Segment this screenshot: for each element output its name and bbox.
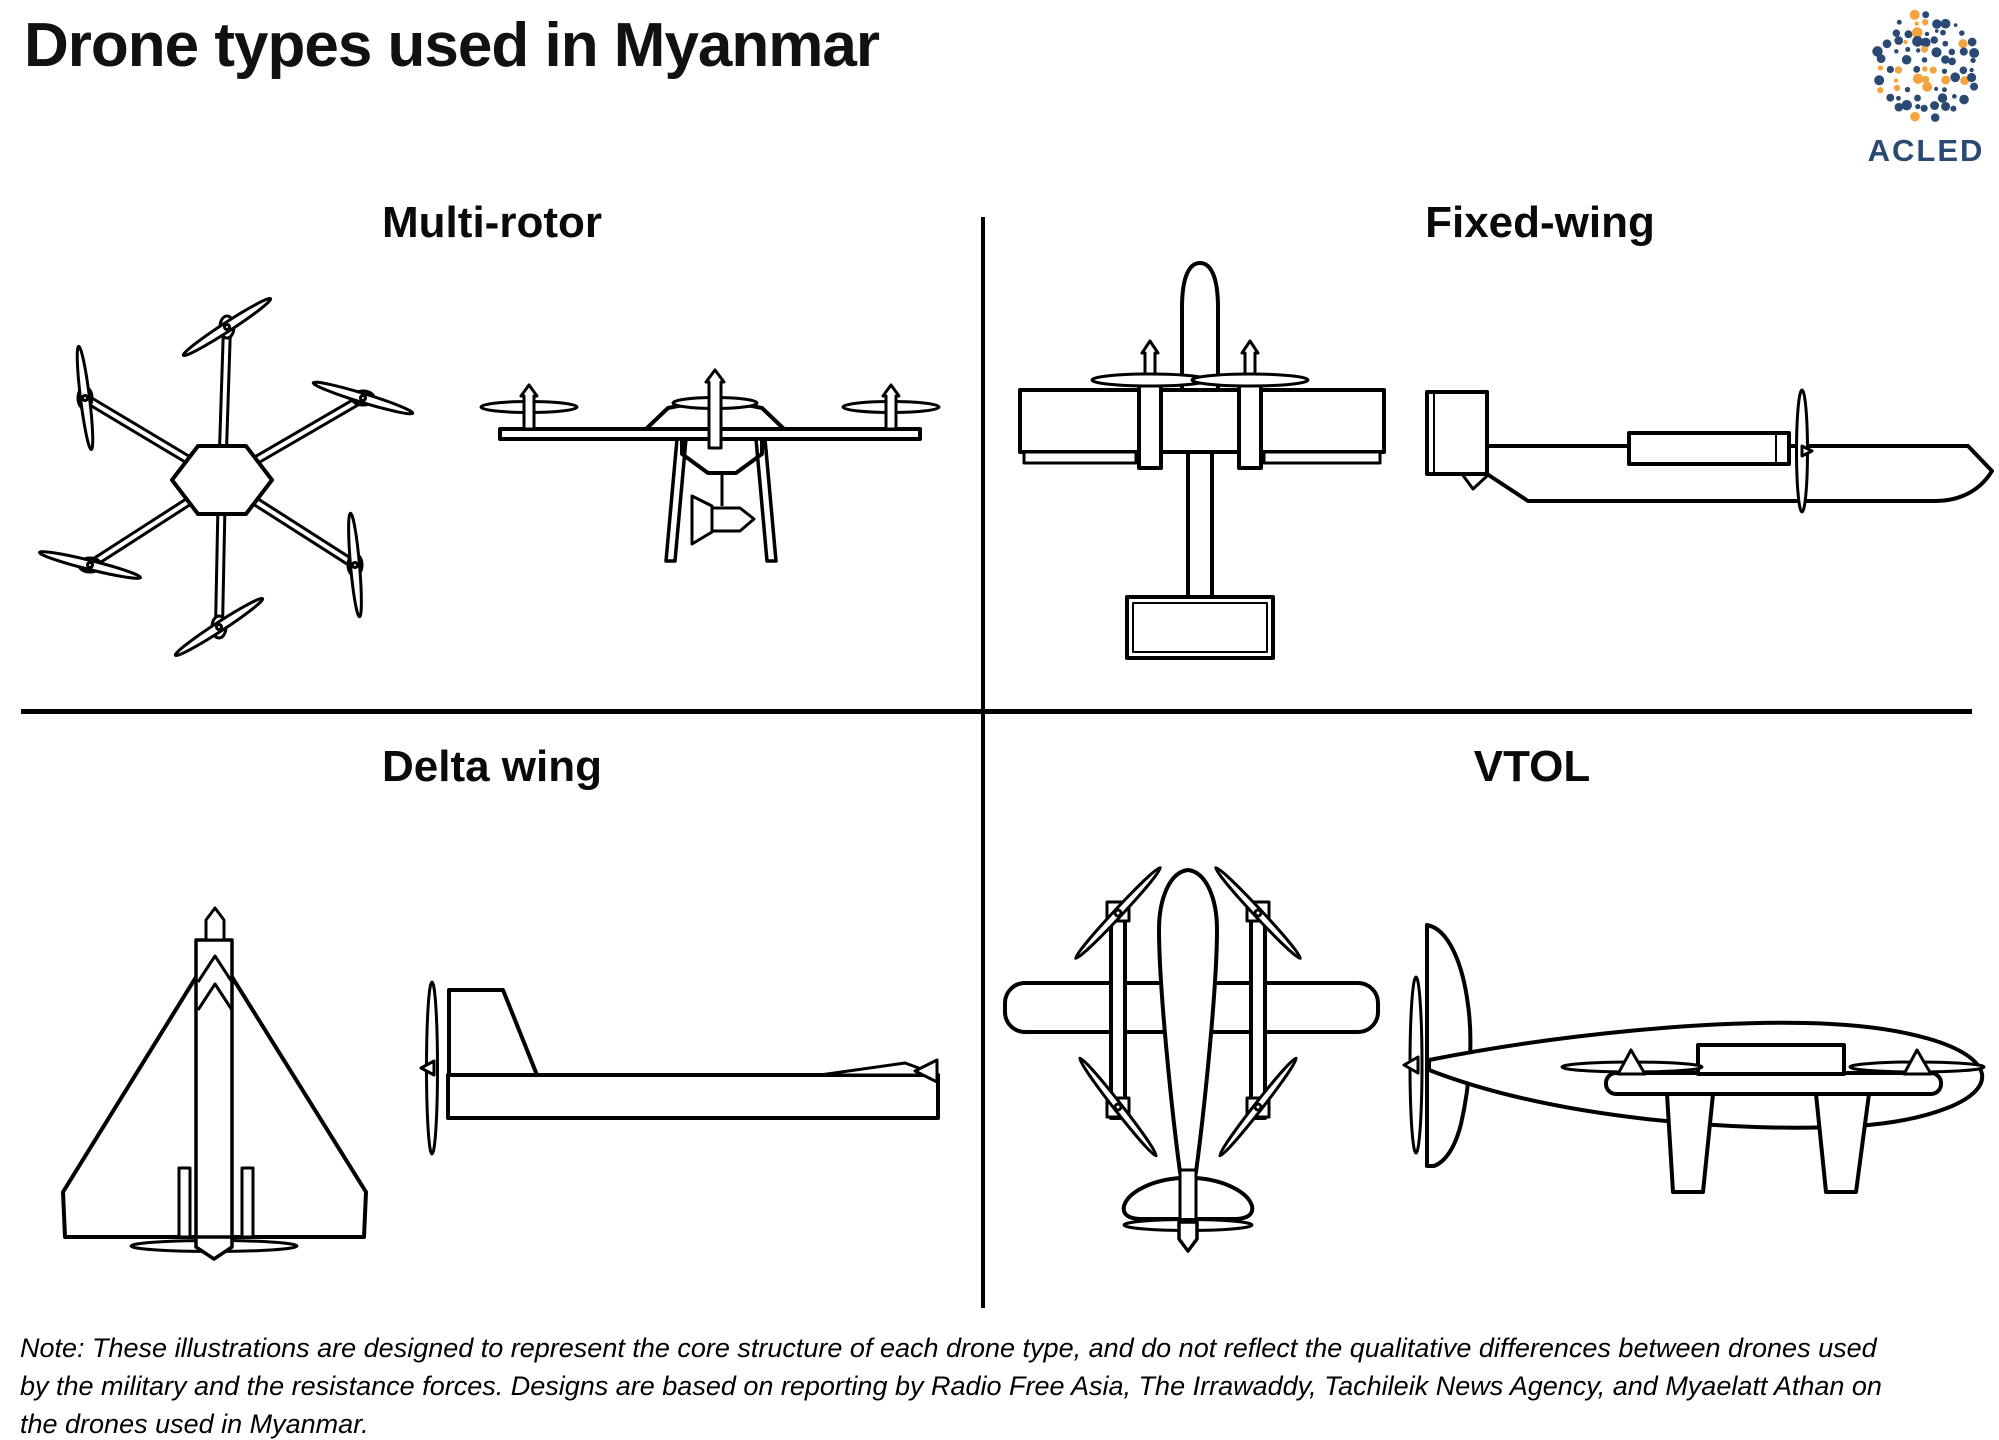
delta-wing-top-view-illustration <box>61 906 368 1261</box>
acled-globe-icon <box>1872 9 1980 122</box>
label-vtol: VTOL <box>1473 742 1591 791</box>
multirotor-side-view-illustration <box>479 368 941 563</box>
vtol-side-view-illustration <box>1402 923 1986 1194</box>
vertical-divider <box>981 217 985 1308</box>
footnote-line: by the military and the resistance force… <box>20 1370 1882 1401</box>
acled-logo: ACLED <box>1860 9 1992 169</box>
hexacopter-top-view-illustration <box>38 296 415 658</box>
page-title: Drone types used in Myanmar <box>24 11 880 80</box>
delta-wing-side-view-illustration <box>419 980 940 1156</box>
footnote-line: the drones used in Myanmar. <box>20 1408 369 1439</box>
fixed-wing-top-view-illustration <box>1018 261 1386 660</box>
vtol-top-view-illustration <box>1003 866 1380 1253</box>
horizontal-divider <box>21 709 1972 714</box>
acled-logo-text: ACLED <box>1867 133 1985 168</box>
footnote-line: Note: These illustrations are designed t… <box>20 1333 1877 1363</box>
footnote: Note: These illustrations are designed t… <box>20 1330 1980 1440</box>
fixed-wing-side-view-illustration <box>1425 388 1994 514</box>
label-fixed-wing: Fixed-wing <box>1425 198 1655 247</box>
label-delta-wing: Delta wing <box>381 742 603 791</box>
label-multi-rotor: Multi-rotor <box>382 198 602 247</box>
